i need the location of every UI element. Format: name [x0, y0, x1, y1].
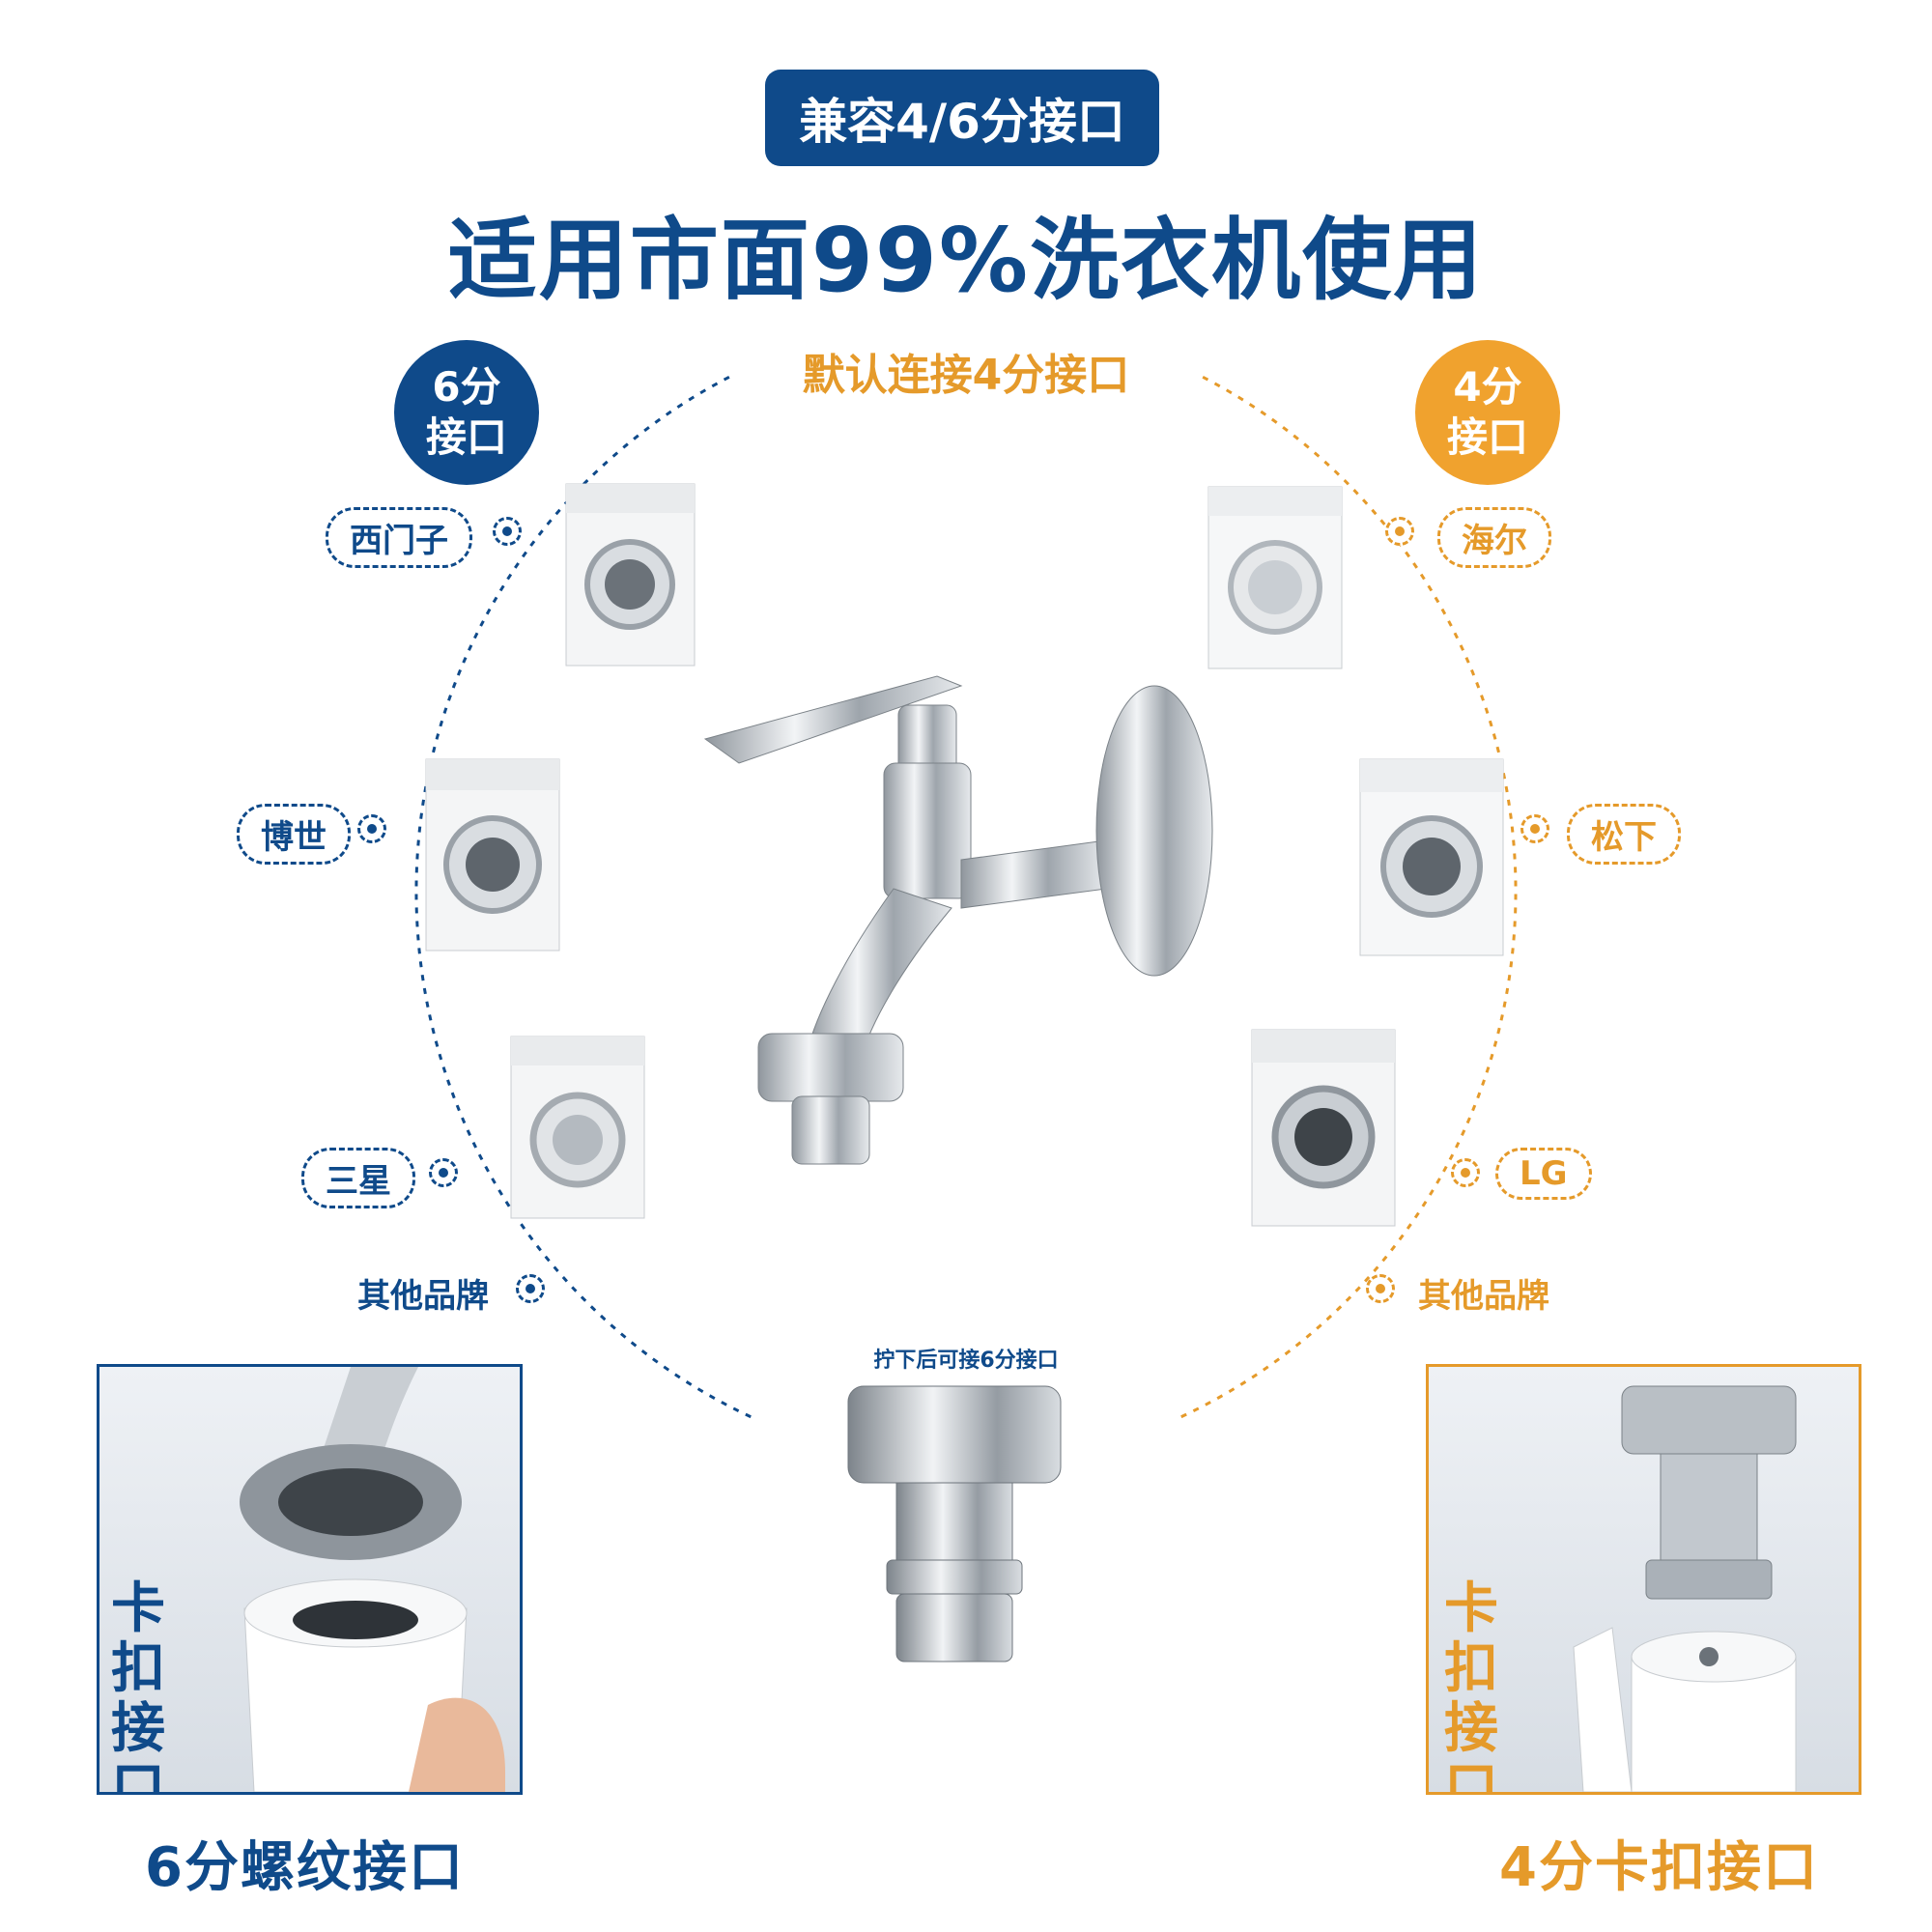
brand-dot	[1520, 814, 1549, 843]
washing-machine-image	[1251, 1029, 1396, 1227]
thread-connector-caption: 6分螺纹接口	[145, 1836, 465, 1899]
brand-dot	[1385, 517, 1414, 546]
faucet-image	[703, 675, 1213, 1165]
brand-dot	[1451, 1158, 1480, 1187]
adapter-note: 拧下后可接6分接口	[873, 1349, 1059, 1373]
vertical-char: 口	[1444, 1757, 1498, 1795]
washing-machine-image	[565, 483, 696, 667]
vertical-char: 扣	[1444, 1637, 1498, 1700]
four-fen-badge: 4分接口	[1415, 340, 1560, 485]
brand-other-left: 其他品牌	[336, 1265, 510, 1321]
snap-connector-panel: 卡 扣 接 口	[1426, 1364, 1861, 1795]
default-connection-label: 默认连接4分接口	[734, 340, 1198, 402]
brand-dot	[493, 517, 522, 546]
brand-dot	[429, 1158, 458, 1187]
washing-machine-image	[1359, 758, 1504, 956]
compatibility-pill: 兼容4/6分接口	[765, 70, 1159, 166]
snap-connector-vertical-label: 卡 扣 接 口	[1442, 1577, 1500, 1795]
snap-connector-vertical-label: 卡 扣 接 口	[109, 1577, 167, 1795]
thread-connector-image	[240, 1367, 505, 1792]
vertical-char: 接	[111, 1697, 165, 1760]
washing-machine-image	[1208, 486, 1343, 669]
vertical-char: 卡	[111, 1577, 165, 1640]
vertical-char: 扣	[111, 1637, 165, 1700]
brand-dot	[357, 814, 386, 843]
brand-dot	[1366, 1274, 1395, 1303]
vertical-char: 口	[111, 1757, 165, 1795]
brand-haier: 海尔	[1437, 507, 1551, 568]
adapter-image	[847, 1385, 1062, 1662]
washing-machine-image	[425, 758, 560, 952]
brand-lg: LG	[1495, 1148, 1592, 1200]
vertical-char: 接	[1444, 1697, 1498, 1760]
brand-panasonic: 松下	[1567, 804, 1681, 865]
badge-line: 接口	[1446, 413, 1528, 461]
vertical-char: 卡	[1444, 1577, 1498, 1640]
headline: 适用市面99%洗衣机使用	[447, 209, 1485, 312]
badge-line: 6分	[432, 363, 501, 411]
six-fen-badge: 6分接口	[394, 340, 539, 485]
badge-line: 4分	[1453, 363, 1522, 411]
badge-line: 接口	[425, 413, 507, 461]
brand-other-right: 其他品牌	[1397, 1265, 1571, 1321]
brand-siemens: 西门子	[326, 507, 472, 568]
brand-samsung: 三星	[301, 1148, 415, 1208]
brand-dot	[516, 1274, 545, 1303]
washing-machine-image	[510, 1036, 645, 1219]
snap-connector-image	[1573, 1385, 1797, 1792]
brand-bosch: 博世	[237, 804, 351, 865]
thread-connector-panel: 卡 扣 接 口	[97, 1364, 523, 1795]
snap-connector-caption: 4分卡扣接口	[1499, 1836, 1819, 1899]
